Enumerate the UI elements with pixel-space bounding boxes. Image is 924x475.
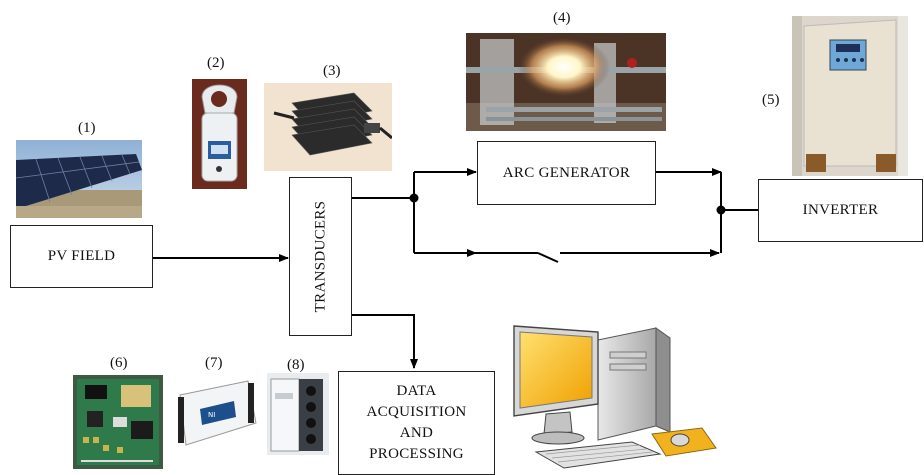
- label-3: (3): [323, 63, 341, 79]
- label-7: (7): [205, 355, 223, 371]
- arc-generator-image: [466, 33, 666, 131]
- label-5: (5): [762, 92, 780, 108]
- junction-dot-right: [716, 205, 726, 215]
- solar-panels-image: [16, 140, 142, 218]
- transducer-module-image: [264, 83, 392, 171]
- label-1: (1): [78, 120, 96, 136]
- label-4: (4): [553, 10, 571, 26]
- current-clamp-image: [192, 79, 247, 189]
- bypass-switch: [537, 252, 559, 263]
- control-board-image: [73, 375, 163, 469]
- pv-field-block: PV FIELD: [10, 225, 153, 288]
- pv-field-label: PV FIELD: [47, 248, 116, 264]
- inverter-block: INVERTER: [758, 179, 923, 242]
- signal-module-image: [267, 373, 329, 455]
- label-6: (6): [110, 355, 128, 371]
- transducers-block: TRANSDUCERS: [289, 177, 352, 336]
- daq-label-line2: ACQUISITION: [366, 404, 467, 420]
- junction-dot-left: [409, 193, 419, 203]
- svg-text:NI: NI: [208, 411, 215, 419]
- data-acquisition-block: DATA ACQUISITION AND PROCESSING: [338, 371, 495, 475]
- daq-label-line3: AND: [399, 425, 434, 441]
- computer-image: [513, 325, 717, 469]
- label-8: (8): [287, 357, 305, 373]
- label-2: (2): [207, 55, 225, 71]
- inverter-cabinet-image: [792, 16, 908, 176]
- daq-label-line1: DATA: [396, 383, 437, 399]
- arc-generator-label: ARC GENERATOR: [502, 164, 631, 181]
- daq-device-image: NI: [174, 375, 258, 451]
- inverter-label: INVERTER: [802, 202, 879, 218]
- transducers-label: TRANSDUCERS: [312, 200, 328, 313]
- daq-label-line4: PROCESSING: [369, 446, 464, 462]
- to-daq-arrow: [351, 314, 418, 369]
- arc-generator-block: ARC GENERATOR: [477, 141, 656, 205]
